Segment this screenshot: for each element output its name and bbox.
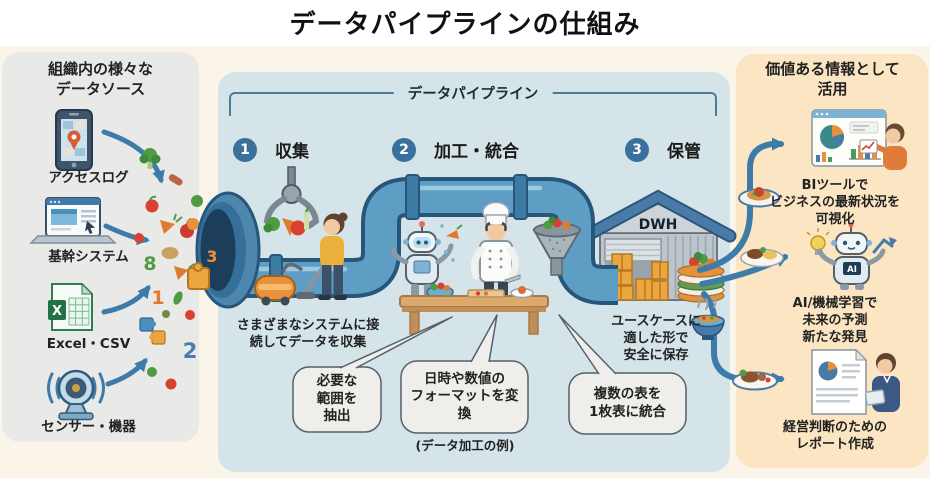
step-collect: 1 収集 <box>233 137 309 162</box>
step-transform: 2 加工・統合 <box>392 137 519 162</box>
stream-number-3: 3 <box>206 247 217 266</box>
step-store: 3 保管 <box>625 137 701 162</box>
value-usage-panel <box>736 54 928 468</box>
step-3-label: 保管 <box>667 142 701 162</box>
outcome-label-ai: AI/機械学習で 未来の予測 新たな発見 <box>792 296 878 346</box>
source-label-excel-csv: Excel・CSV <box>46 336 131 352</box>
step-1-label: 収集 <box>275 142 309 162</box>
data-sources-header: 組織内の様々な データソース <box>47 60 153 98</box>
outcome-label-report: 経営判断のための レポート作成 <box>782 420 887 453</box>
source-label-sensor: センサー・機器 <box>41 419 136 435</box>
store-note: ユースケースに 適した形で 安全に保存 <box>611 314 701 364</box>
source-label-core-system: 基幹システム <box>48 249 129 265</box>
data-sources-panel <box>2 52 199 442</box>
step-2-label: 加工・統合 <box>434 142 519 162</box>
bubble-merge-tables: 複数の表を 1枚表に統合 <box>589 385 666 420</box>
page-title: データパイプラインの仕組み <box>289 10 641 40</box>
bubble-extract: 必要な 範囲を 抽出 <box>316 373 358 425</box>
pipeline-bracket-label: データパイプライン <box>393 82 553 104</box>
step-3-number: 3 <box>625 137 649 162</box>
bubble-format-convert: 日時や数値の フォーマットを変 換 <box>410 370 519 422</box>
step-1-number: 1 <box>233 137 257 162</box>
bubbles-caption: (データ加工の例) <box>415 438 515 453</box>
source-label-access-log: アクセスログ <box>48 170 129 186</box>
outcome-label-bi: BIツールで ビジネスの最新状況を 可視化 <box>769 178 900 228</box>
step-2-number: 2 <box>392 137 416 162</box>
pipeline-bracket: データパイプライン <box>229 82 717 116</box>
collect-note: さまざまなシステムに接 続してデータを収集 <box>236 318 380 351</box>
value-usage-header: 価値ある情報として 活用 <box>765 60 900 98</box>
